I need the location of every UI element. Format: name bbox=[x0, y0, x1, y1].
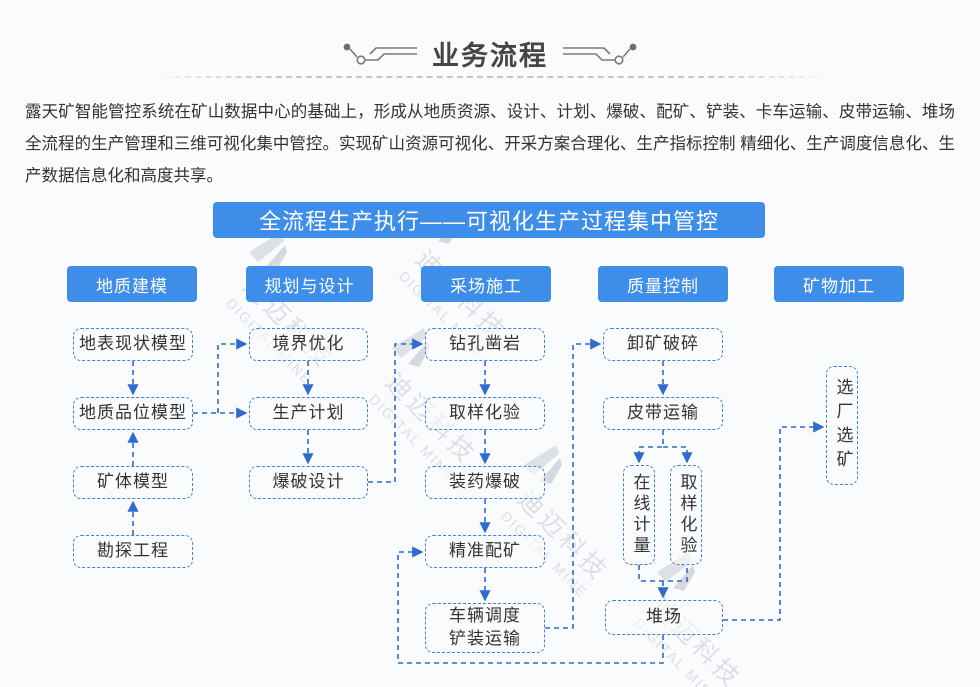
intro-paragraph: 露天矿智能管控系统在矿山数据中心的基础上，形成从地质资源、设计、计划、爆破、配矿… bbox=[25, 103, 955, 185]
section-banner: 全流程生产执行——可视化生产过程集中管控 bbox=[213, 202, 765, 238]
node-truck-dispatch: 车辆调度 铲装运输 bbox=[425, 603, 545, 653]
node-blast-design: 爆破设计 bbox=[249, 466, 368, 499]
connector-blast-design-to-drilling bbox=[368, 338, 424, 483]
phase-button-quality-control[interactable]: 质量控制 bbox=[598, 266, 728, 302]
node-exploration: 勘探工程 bbox=[73, 535, 193, 568]
node-boundary-optimization: 境界优化 bbox=[249, 328, 368, 361]
node-stockyard: 堆场 bbox=[605, 600, 723, 635]
connector-merge-bracket bbox=[638, 565, 688, 582]
connector-dispatch-to-unloading bbox=[545, 338, 602, 629]
node-plant-selection: 选厂选矿 bbox=[826, 366, 858, 485]
phase-button-mineral-processing[interactable]: 矿物加工 bbox=[774, 266, 904, 302]
digital-mine-logo-icon bbox=[392, 328, 430, 367]
connector-grade-to-boundary bbox=[217, 338, 248, 413]
node-truck-dispatch-line1: 车辆调度 bbox=[449, 606, 521, 626]
title-decoration-left-icon bbox=[342, 41, 418, 67]
node-grade-model: 地质品位模型 bbox=[73, 397, 193, 430]
header: 业务流程 bbox=[0, 34, 980, 73]
dashed-divider bbox=[145, 76, 835, 78]
node-orebody-model: 矿体模型 bbox=[73, 466, 193, 499]
node-drilling: 钻孔凿岩 bbox=[425, 328, 545, 361]
phase-button-geology-modeling[interactable]: 地质建模 bbox=[67, 266, 197, 302]
node-precise-blending: 精准配矿 bbox=[425, 535, 545, 568]
node-surface-model: 地表现状模型 bbox=[73, 328, 193, 361]
node-online-metering: 在线计量 bbox=[623, 465, 655, 565]
node-sampling-assay-2: 取样化验 bbox=[670, 465, 702, 565]
phase-button-planning-design[interactable]: 规划与设计 bbox=[246, 266, 373, 302]
connector-belt-to-sampling2 bbox=[663, 446, 693, 464]
connector-belt-to-metering bbox=[633, 430, 664, 464]
node-sampling-assay: 取样化验 bbox=[425, 397, 545, 430]
node-production-plan: 生产计划 bbox=[249, 397, 368, 430]
title-decoration-right-icon bbox=[562, 41, 638, 67]
node-truck-dispatch-line2: 铲装运输 bbox=[449, 629, 521, 648]
page-title: 业务流程 bbox=[432, 41, 548, 71]
phase-button-pit-construction[interactable]: 采场施工 bbox=[421, 266, 551, 302]
node-charging-blasting: 装药爆破 bbox=[425, 466, 545, 499]
connector-stockyard-to-plant bbox=[723, 421, 825, 621]
node-unloading-crushing: 卸矿破碎 bbox=[603, 328, 723, 361]
node-belt-transport: 皮带运输 bbox=[603, 397, 723, 430]
